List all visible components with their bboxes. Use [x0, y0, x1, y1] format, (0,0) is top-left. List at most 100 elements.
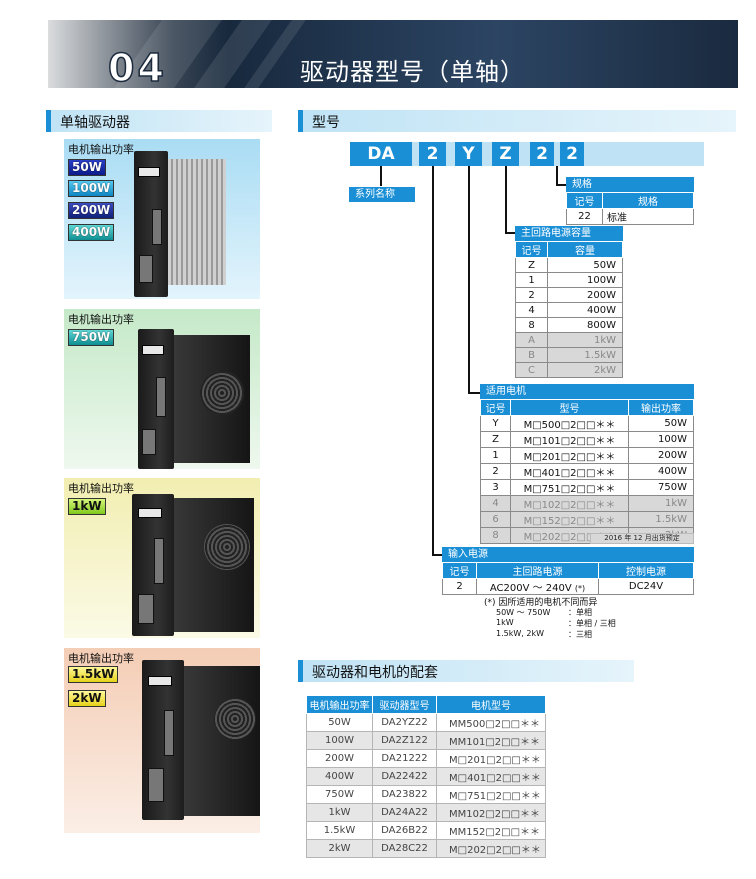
power-table-title: 输入电源 — [442, 547, 694, 562]
match-output-cell: 200W — [306, 749, 373, 768]
code-part-motor: Y — [455, 142, 482, 166]
connector-line — [556, 166, 558, 186]
match-output-cell: 50W — [306, 713, 373, 732]
capacity-code-cell: B — [515, 347, 548, 363]
driver-panel-2kw: 电机输出功率 1.5kW 2kW — [64, 648, 260, 833]
footnote-line-1-range: 50W ～ 750W — [496, 608, 551, 617]
power-table: 记号 主回路电源 控制电源 2 AC200V ～ 240V (*) DC24V — [442, 562, 694, 595]
spec-cell: 标准 — [602, 208, 694, 225]
motor-output-cell: 1.5kW — [628, 511, 694, 528]
section-header-model: 型号 — [298, 110, 736, 132]
motor-output-cell: 1kW — [628, 495, 694, 512]
motor-header-output: 输出功率 — [628, 399, 694, 416]
footnote-head: (*) 因所适用的电机不同而异 — [484, 598, 598, 608]
connector-line — [432, 554, 442, 556]
capacity-value-cell: 2kW — [547, 362, 623, 378]
power-cell: DC24V — [598, 578, 694, 595]
capacity-code-cell: A — [515, 332, 548, 348]
motor-output-cell: 200W — [628, 447, 694, 464]
match-driver-cell: DA21222 — [372, 749, 437, 768]
code-part-spec-2: 2 — [560, 142, 584, 166]
code-part-spec-1: 2 — [530, 142, 554, 166]
motor-model-cell: M□500□2□□＊＊ — [510, 415, 629, 432]
footnote-line-2-phase: ：单相 / 三相 — [568, 619, 616, 628]
panel-title: 电机输出功率 — [68, 313, 134, 326]
capacity-code-cell: Z — [515, 257, 548, 273]
power-header-code: 记号 — [442, 562, 477, 579]
match-output-cell: 750W — [306, 785, 373, 804]
motor-code-cell: Z — [480, 431, 511, 448]
match-output-cell: 1.5kW — [306, 821, 373, 840]
motor-header-code: 记号 — [480, 399, 511, 416]
match-driver-cell: DA22422 — [372, 767, 437, 786]
power-header-main: 主回路电源 — [476, 562, 599, 579]
motor-code-cell: 4 — [480, 495, 511, 512]
footnote-line-1-phase: ：单相 — [568, 608, 592, 617]
driver-panel-750w: 电机输出功率 750W — [64, 309, 260, 469]
match-header-output: 电机输出功率 — [306, 695, 373, 714]
power-badge-100w: 100W — [68, 180, 115, 197]
spec-table-title: 规格 — [566, 177, 694, 192]
connector-line — [556, 184, 566, 186]
capacity-value-cell: 200W — [547, 287, 623, 303]
match-driver-cell: DA26B22 — [372, 821, 437, 840]
motor-code-cell: 3 — [480, 479, 511, 496]
capacity-header-code: 记号 — [515, 241, 548, 258]
motor-model-cell: M□101□2□□＊＊ — [510, 431, 629, 448]
motor-output-cell: 50W — [628, 415, 694, 432]
power-badge-1kw: 1kW — [68, 498, 106, 515]
match-driver-cell: DA24A22 — [372, 803, 437, 822]
capacity-value-cell: 800W — [547, 317, 623, 333]
match-motor-cell: M□751□2□□＊＊ — [436, 785, 546, 804]
power-badge-2kw: 2kW — [68, 690, 106, 707]
header-banner: 04 驱动器型号（单轴） — [48, 20, 738, 88]
match-motor-cell: M□401□2□□＊＊ — [436, 767, 546, 786]
motor-model-cell: M□751□2□□＊＊ — [510, 479, 629, 496]
driver-panel-1kw: 电机输出功率 1kW — [64, 478, 260, 638]
section-header-matching: 驱动器和电机的配套 — [298, 660, 634, 682]
capacity-code-cell: 1 — [515, 272, 548, 288]
match-driver-cell: DA23822 — [372, 785, 437, 804]
capacity-value-cell: 400W — [547, 302, 623, 318]
motor-code-cell: 2 — [480, 463, 511, 480]
match-header-motor: 电机型号 — [436, 695, 546, 714]
motor-model-cell: M□152□2□□＊＊ — [510, 511, 629, 528]
match-output-cell: 400W — [306, 767, 373, 786]
footnote-line-2-range: 1kW — [496, 618, 514, 627]
capacity-code-cell: 4 — [515, 302, 548, 318]
motor-output-cell: 750W — [628, 479, 694, 496]
power-cell: 2 — [442, 578, 477, 595]
motor-model-cell: M□401□2□□＊＊ — [510, 463, 629, 480]
connector-line — [380, 166, 382, 186]
code-part-capacity: Z — [492, 142, 519, 166]
code-part-input-power: 2 — [419, 142, 446, 166]
connector-line — [505, 232, 515, 234]
section-header-single-axis: 单轴驱动器 — [46, 110, 272, 132]
capacity-value-cell: 50W — [547, 257, 623, 273]
match-motor-cell: MM101□2□□＊＊ — [436, 731, 546, 750]
match-driver-cell: DA2Z122 — [372, 731, 437, 750]
connector-line — [468, 166, 470, 394]
match-output-cell: 100W — [306, 731, 373, 750]
match-driver-cell: DA28C22 — [372, 839, 437, 858]
motor-model-cell: M□102□2□□＊＊ — [510, 495, 629, 512]
connector-line — [468, 392, 480, 394]
match-motor-cell: MM102□2□□＊＊ — [436, 803, 546, 822]
motor-code-cell: 1 — [480, 447, 511, 464]
capacity-code-cell: 2 — [515, 287, 548, 303]
match-driver-cell: DA2YZ22 — [372, 713, 437, 732]
